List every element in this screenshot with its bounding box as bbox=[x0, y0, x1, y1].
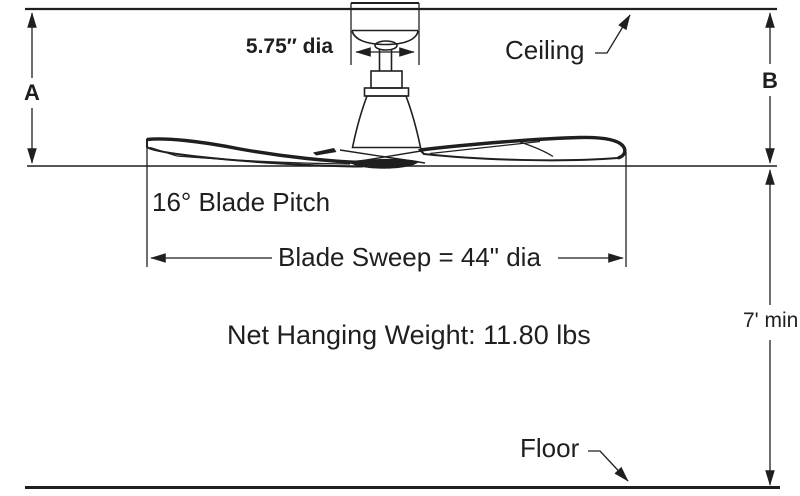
hanger-diameter-label: 5.75″ dia bbox=[245, 35, 333, 58]
blade-sweep-dimension bbox=[146, 141, 627, 267]
motor-top-cap bbox=[363, 87, 410, 97]
floor-leader-arrow bbox=[588, 450, 629, 482]
downrod-coupling bbox=[370, 70, 403, 89]
floor-label: Floor bbox=[520, 433, 580, 463]
dimension-b-label: B bbox=[762, 68, 778, 93]
left-blade-top-edge bbox=[146, 137, 363, 165]
left-blade-detail-2 bbox=[176, 155, 351, 165]
right-blade-detail-1 bbox=[429, 140, 541, 155]
canopy-dish bbox=[351, 30, 419, 46]
dimension-a-label: A bbox=[24, 80, 40, 105]
hanger-ball bbox=[374, 40, 398, 51]
blade-pitch-label: 16° Blade Pitch bbox=[152, 187, 331, 217]
motor-housing bbox=[351, 95, 422, 149]
net-hanging-weight-label: Net Hanging Weight: 11.80 lbs bbox=[227, 320, 591, 350]
right-blade-top-edge bbox=[419, 135, 627, 160]
floor-clearance-label: 7' min bbox=[743, 309, 799, 333]
right-blade-detail-2 bbox=[519, 141, 554, 158]
blade-root-left-dark bbox=[313, 148, 337, 156]
hub-lens bbox=[349, 158, 419, 169]
ceiling-fan-drawing bbox=[146, 2, 627, 169]
blade-sweep-label: Blade Sweep = 44" dia bbox=[278, 242, 541, 272]
ceiling-leader-arrow bbox=[595, 14, 631, 54]
left-blade-detail-1 bbox=[149, 146, 178, 157]
ceiling-label: Ceiling bbox=[505, 35, 585, 65]
